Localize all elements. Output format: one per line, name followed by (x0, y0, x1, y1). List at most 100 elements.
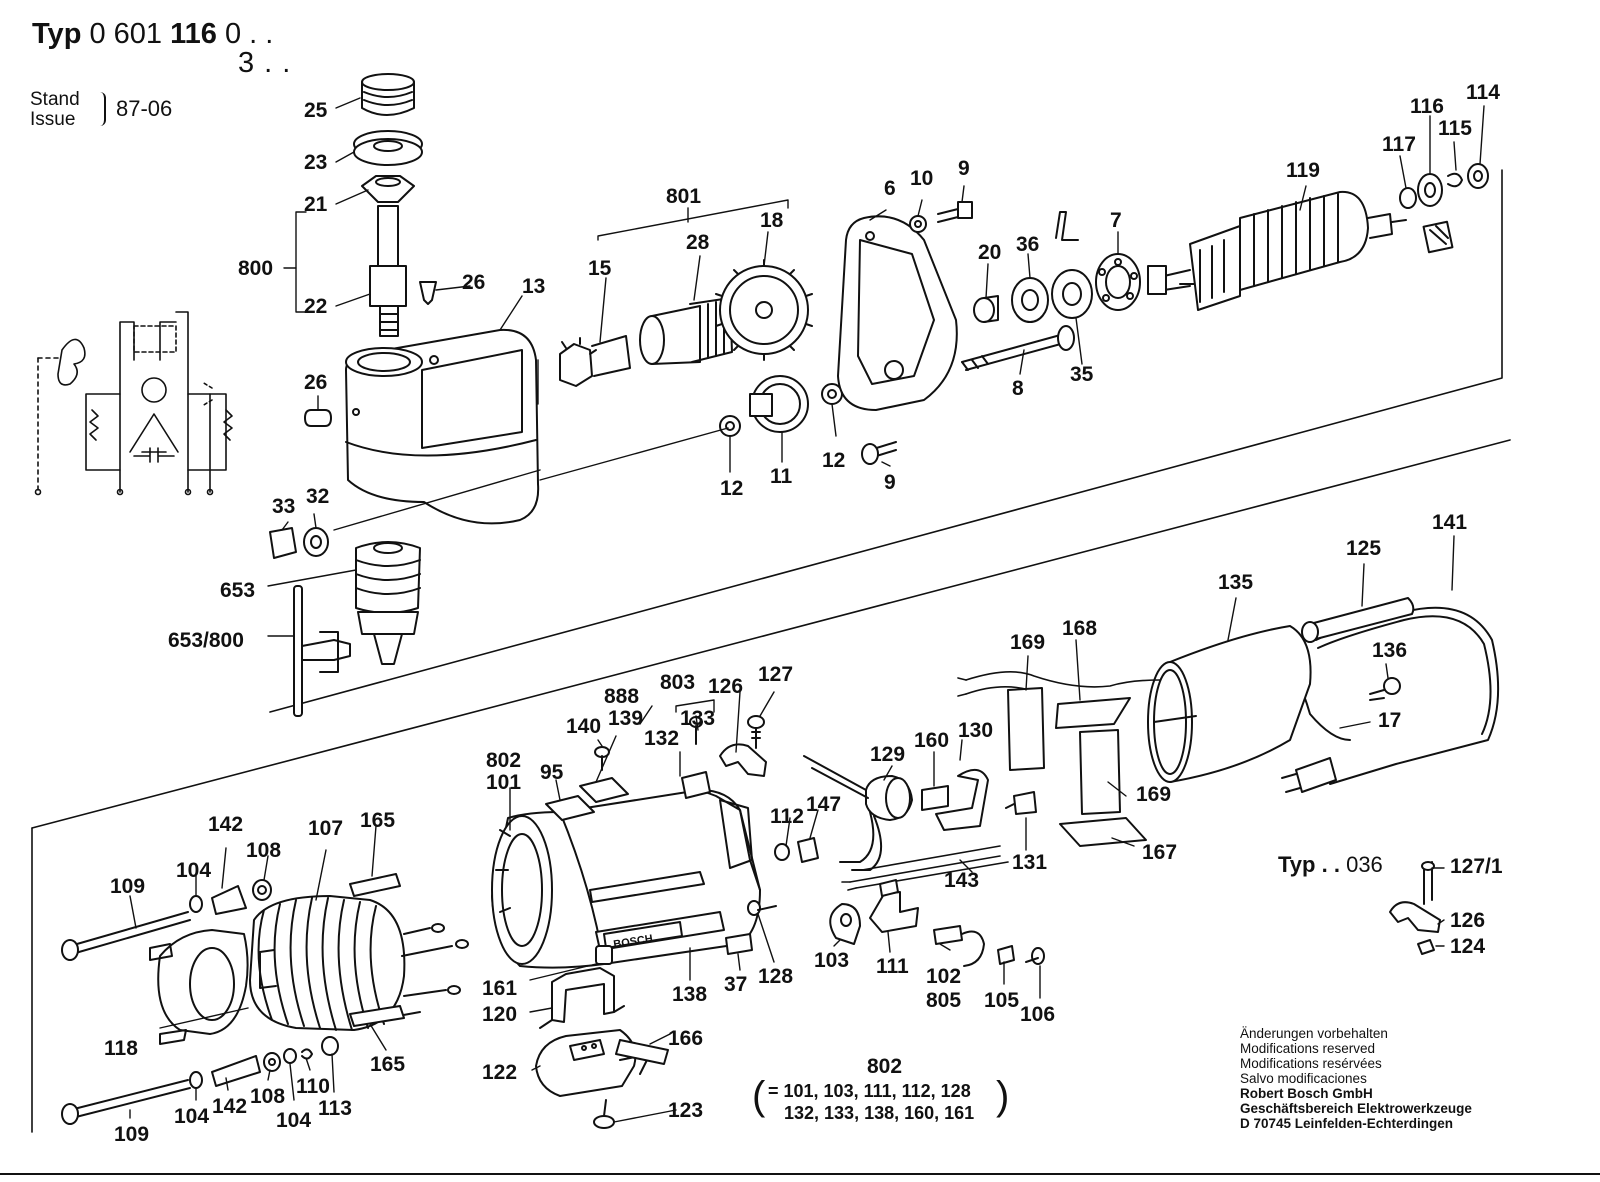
bracket-120-161 (539, 945, 625, 1029)
kit-line-1: = 101, 103, 111, 112, 128 (768, 1081, 971, 1101)
callout-801: 801 (666, 185, 702, 208)
callout-9-upper: 9 (958, 157, 970, 180)
callout-802-upper: 802 (486, 749, 522, 772)
callout-165-lower: 165 (370, 1053, 406, 1076)
callout-803: 803 (660, 671, 696, 694)
variant-prefix: Typ (1278, 852, 1316, 877)
variant-dots: . . (1321, 852, 1340, 877)
nut-33 (269, 527, 297, 559)
callout-142-lower: 142 (212, 1095, 248, 1118)
callout-132: 132 (644, 727, 680, 750)
washer-32 (303, 527, 329, 557)
callout-800: 800 (238, 257, 274, 280)
callout-166: 166 (668, 1027, 704, 1050)
callout-101: 101 (486, 771, 522, 794)
variant-typ-036: Typ . . 036 (1278, 852, 1383, 878)
bearing-36 (1011, 277, 1049, 323)
note-line-en: Modifications reserved (1240, 1041, 1376, 1056)
armature-119 (1147, 190, 1407, 311)
callout-160: 160 (914, 729, 950, 752)
bearing-23 (353, 130, 423, 166)
callout-109-lower: 109 (114, 1123, 150, 1146)
callout-120: 120 (482, 1003, 518, 1026)
variant-number: 036 (1346, 852, 1383, 877)
screws-109 (61, 911, 191, 1125)
callout-147: 147 (806, 793, 842, 816)
cards-95-139 (545, 777, 629, 821)
company-division: Geschäftsbereich Elektrowerkzeuge (1240, 1101, 1472, 1116)
detail-typ-036 (1389, 861, 1441, 955)
issue-label: Issue (30, 109, 76, 130)
callout-111: 111 (876, 955, 909, 978)
callout-168: 168 (1062, 617, 1098, 640)
callout-7: 7 (1110, 209, 1122, 232)
bevel-gear-21 (361, 175, 415, 203)
callout-122: 122 (482, 1061, 518, 1084)
brush-parts-103-111-102-105-106 (829, 879, 1045, 967)
callout-17: 17 (1378, 709, 1402, 732)
callout-18: 18 (760, 209, 784, 232)
callout-126-main: 126 (708, 675, 744, 698)
callout-888: 888 (604, 685, 640, 708)
callout-26-upper: 26 (462, 271, 486, 294)
leader-lines-lower (129, 535, 1455, 1123)
callout-15: 15 (588, 257, 612, 280)
chuck-653 (355, 541, 421, 665)
spindle-knob-25 (361, 73, 415, 116)
kit-802-list: = 101, 103, 111, 112, 128 132, 133, 138,… (768, 1080, 974, 1124)
callout-653-800: 653/800 (168, 629, 244, 652)
callout-22: 22 (304, 295, 328, 318)
callout-127: 127 (758, 663, 794, 686)
bearing-7 (1095, 253, 1141, 311)
parts-160-130-131 (921, 769, 1037, 831)
leader-lines-upper (267, 97, 1485, 637)
callout-6: 6 (884, 177, 896, 200)
callout-653: 653 (220, 579, 256, 602)
stand-brace (96, 92, 106, 126)
callout-131: 131 (1012, 851, 1048, 874)
screw-136 (1369, 677, 1401, 701)
company-address: D 70745 Leinfelden-Echterdingen (1240, 1116, 1454, 1131)
callout-130: 130 (958, 719, 994, 742)
kit-line-2: 132, 133, 138, 160, 161 (784, 1103, 975, 1123)
screw-123 (593, 1099, 615, 1129)
callout-104-upper: 104 (176, 859, 212, 882)
callout-108-upper: 108 (246, 839, 282, 862)
end-plate-6 (837, 215, 958, 411)
callout-35: 35 (1070, 363, 1094, 386)
typ-suffix-1: 0 . . (224, 18, 274, 50)
callout-126-detail: 126 (1450, 909, 1486, 932)
callout-103: 103 (814, 949, 850, 972)
callout-141: 141 (1432, 511, 1468, 534)
callout-106: 106 (1020, 1003, 1056, 1026)
callout-165-upper: 165 (360, 809, 396, 832)
note-line-es: Salvo modificaciones (1240, 1071, 1367, 1086)
callout-143: 143 (944, 869, 980, 892)
pinion-15 (559, 335, 631, 387)
wires-143 (841, 845, 1009, 891)
callout-37: 37 (724, 973, 748, 996)
callout-119: 119 (1286, 159, 1320, 182)
callout-13: 13 (522, 275, 546, 298)
wiring-schematic (34, 311, 233, 496)
gear-housing-13 (345, 328, 540, 525)
callout-805: 805 (926, 989, 962, 1012)
cards-168-169-167 (1007, 687, 1147, 847)
callout-21: 21 (304, 193, 328, 216)
label-37 (725, 933, 753, 955)
callout-140: 140 (566, 715, 602, 738)
kit-close-paren: ) (996, 1074, 1010, 1118)
typ-prefix: Typ (32, 18, 82, 50)
callout-129: 129 (870, 743, 906, 766)
note-line-de: Änderungen vorbehalten (1240, 1026, 1388, 1041)
callout-105: 105 (984, 989, 1020, 1012)
bearing-116-117 (1399, 173, 1454, 254)
callout-124: 124 (1450, 935, 1486, 958)
switch-122 (535, 1029, 651, 1097)
callout-36: 36 (1016, 233, 1040, 256)
callout-102: 102 (926, 965, 962, 988)
kit-802-title: 802 (867, 1055, 903, 1078)
screw-128 (747, 900, 777, 916)
bracket-mark (1055, 211, 1079, 241)
